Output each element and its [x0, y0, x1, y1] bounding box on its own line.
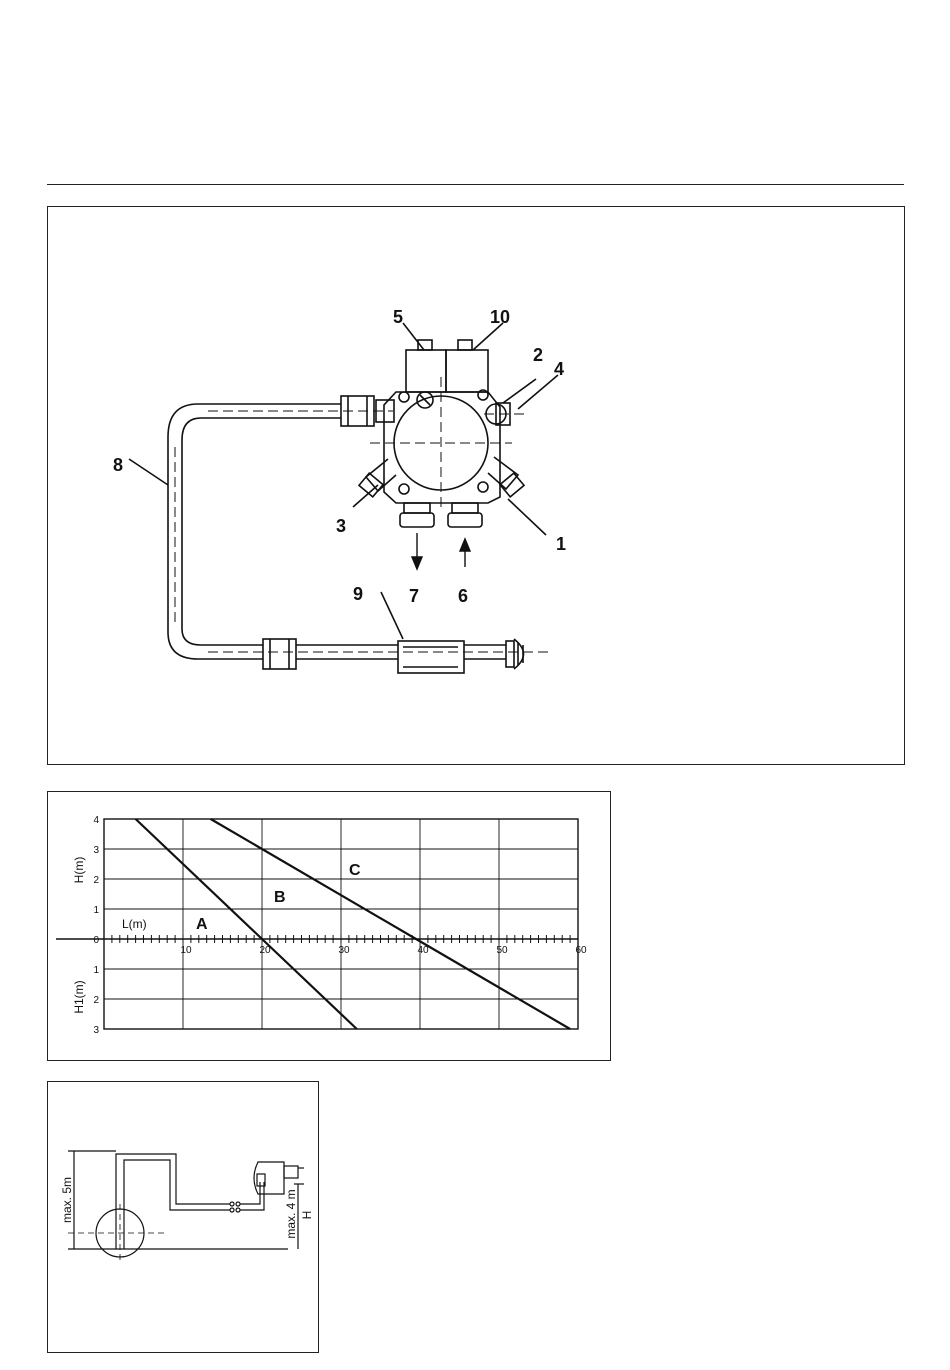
callout-6: 6 — [458, 586, 468, 606]
y-tick-label: 1 — [93, 965, 99, 976]
y-tick-label: 2 — [93, 875, 99, 886]
pump-diagram-panel: 1 2 3 4 5 6 7 8 9 10 — [47, 206, 905, 765]
curve-label-c: C — [349, 862, 361, 879]
curve-label-a: A — [196, 916, 208, 933]
y-tick-label: 2 — [93, 995, 99, 1006]
callout-8: 8 — [113, 455, 123, 475]
x-tick-label: 60 — [575, 945, 587, 956]
x-axis-label: L(m) — [122, 917, 147, 931]
installation-panel: max. 5m max. 4 m H — [47, 1081, 319, 1353]
y-tick-label: 3 — [93, 1025, 99, 1036]
max-height-label: max. 4 m — [284, 1189, 298, 1238]
installation-diagram: max. 5m max. 4 m H — [48, 1082, 320, 1354]
x-tick-label: 30 — [338, 945, 350, 956]
callout-4: 4 — [554, 359, 564, 379]
y-axis-label-top: H(m) — [72, 857, 86, 884]
y-tick-label: 3 — [93, 845, 99, 856]
callout-7: 7 — [409, 586, 419, 606]
y-axis-label-bottom: H1(m) — [72, 980, 86, 1013]
callout-2: 2 — [533, 345, 543, 365]
y-tick-label: 0 — [93, 935, 99, 946]
x-tick-label: 50 — [496, 945, 508, 956]
y-tick-label: 1 — [93, 905, 99, 916]
h-symbol: H — [300, 1211, 314, 1220]
callout-1: 1 — [556, 534, 566, 554]
max-suction-label: max. 5m — [60, 1177, 74, 1223]
pump-diagram: 1 2 3 4 5 6 7 8 9 10 — [48, 207, 906, 766]
series-line-c — [211, 819, 570, 1029]
curve-label-b: B — [274, 889, 286, 906]
y-tick-label: 4 — [93, 815, 99, 826]
x-tick-label: 10 — [180, 945, 192, 956]
series-line-a — [136, 819, 357, 1029]
callout-10: 10 — [490, 307, 510, 327]
callout-9: 9 — [353, 584, 363, 604]
callout-5: 5 — [393, 307, 403, 327]
header-rule — [47, 184, 904, 185]
callout-3: 3 — [336, 516, 346, 536]
